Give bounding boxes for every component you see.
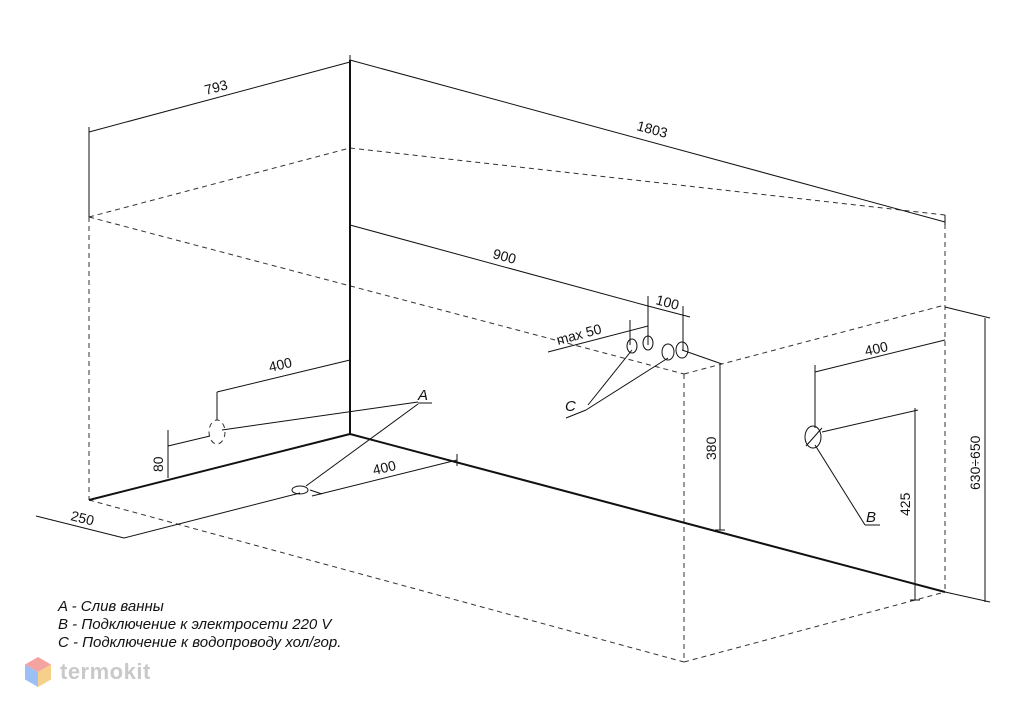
dimension-400-right-label: 400	[863, 338, 890, 359]
dimension-793-label: 793	[203, 76, 230, 98]
dimension-630-650: 630÷650	[944, 306, 991, 603]
dimension-400-left-label: 400	[267, 354, 294, 375]
dimension-900: 900	[349, 224, 649, 345]
legend-item-b: B - Подключение к электросети 220 V	[58, 616, 332, 633]
dimension-250-label: 250	[69, 507, 96, 528]
electric-connection: 400 B	[804, 338, 946, 526]
dimension-80-label: 80	[150, 456, 166, 472]
dimension-380: 380	[703, 365, 725, 531]
dimension-793: 793	[88, 55, 351, 217]
dimension-425: 425	[897, 408, 920, 601]
drain-area: 400 80 A 400 250	[35, 354, 458, 539]
dimension-max50: max 50	[547, 320, 649, 353]
dimension-100: 100	[647, 291, 691, 350]
wall-edges	[88, 60, 946, 593]
dimension-380-label: 380	[703, 436, 719, 460]
dimension-900-label: 900	[491, 245, 518, 267]
brand-logo: termokit	[24, 656, 151, 688]
marker-b: B	[866, 509, 876, 526]
water-connection-pipes: C	[565, 335, 723, 419]
bath-outline	[88, 147, 946, 663]
legend: A - Слив ванны B - Подключение к электро…	[58, 598, 341, 652]
legend-item-a: A - Слив ванны	[58, 598, 164, 615]
dimension-630-650-label: 630÷650	[967, 435, 983, 490]
dimension-1803: 1803	[349, 59, 946, 225]
marker-c: C	[565, 398, 576, 415]
dimension-1803-label: 1803	[635, 117, 669, 141]
marker-a: A	[417, 387, 428, 404]
dimension-400-bottom-label: 400	[371, 457, 398, 478]
legend-item-c: C - Подключение к водопроводу хол/гор.	[58, 634, 342, 651]
dimension-425-label: 425	[897, 492, 913, 516]
dimension-100-label: 100	[654, 291, 681, 313]
hexagon-logo-icon	[25, 657, 51, 687]
brand-name: termokit	[60, 659, 151, 684]
